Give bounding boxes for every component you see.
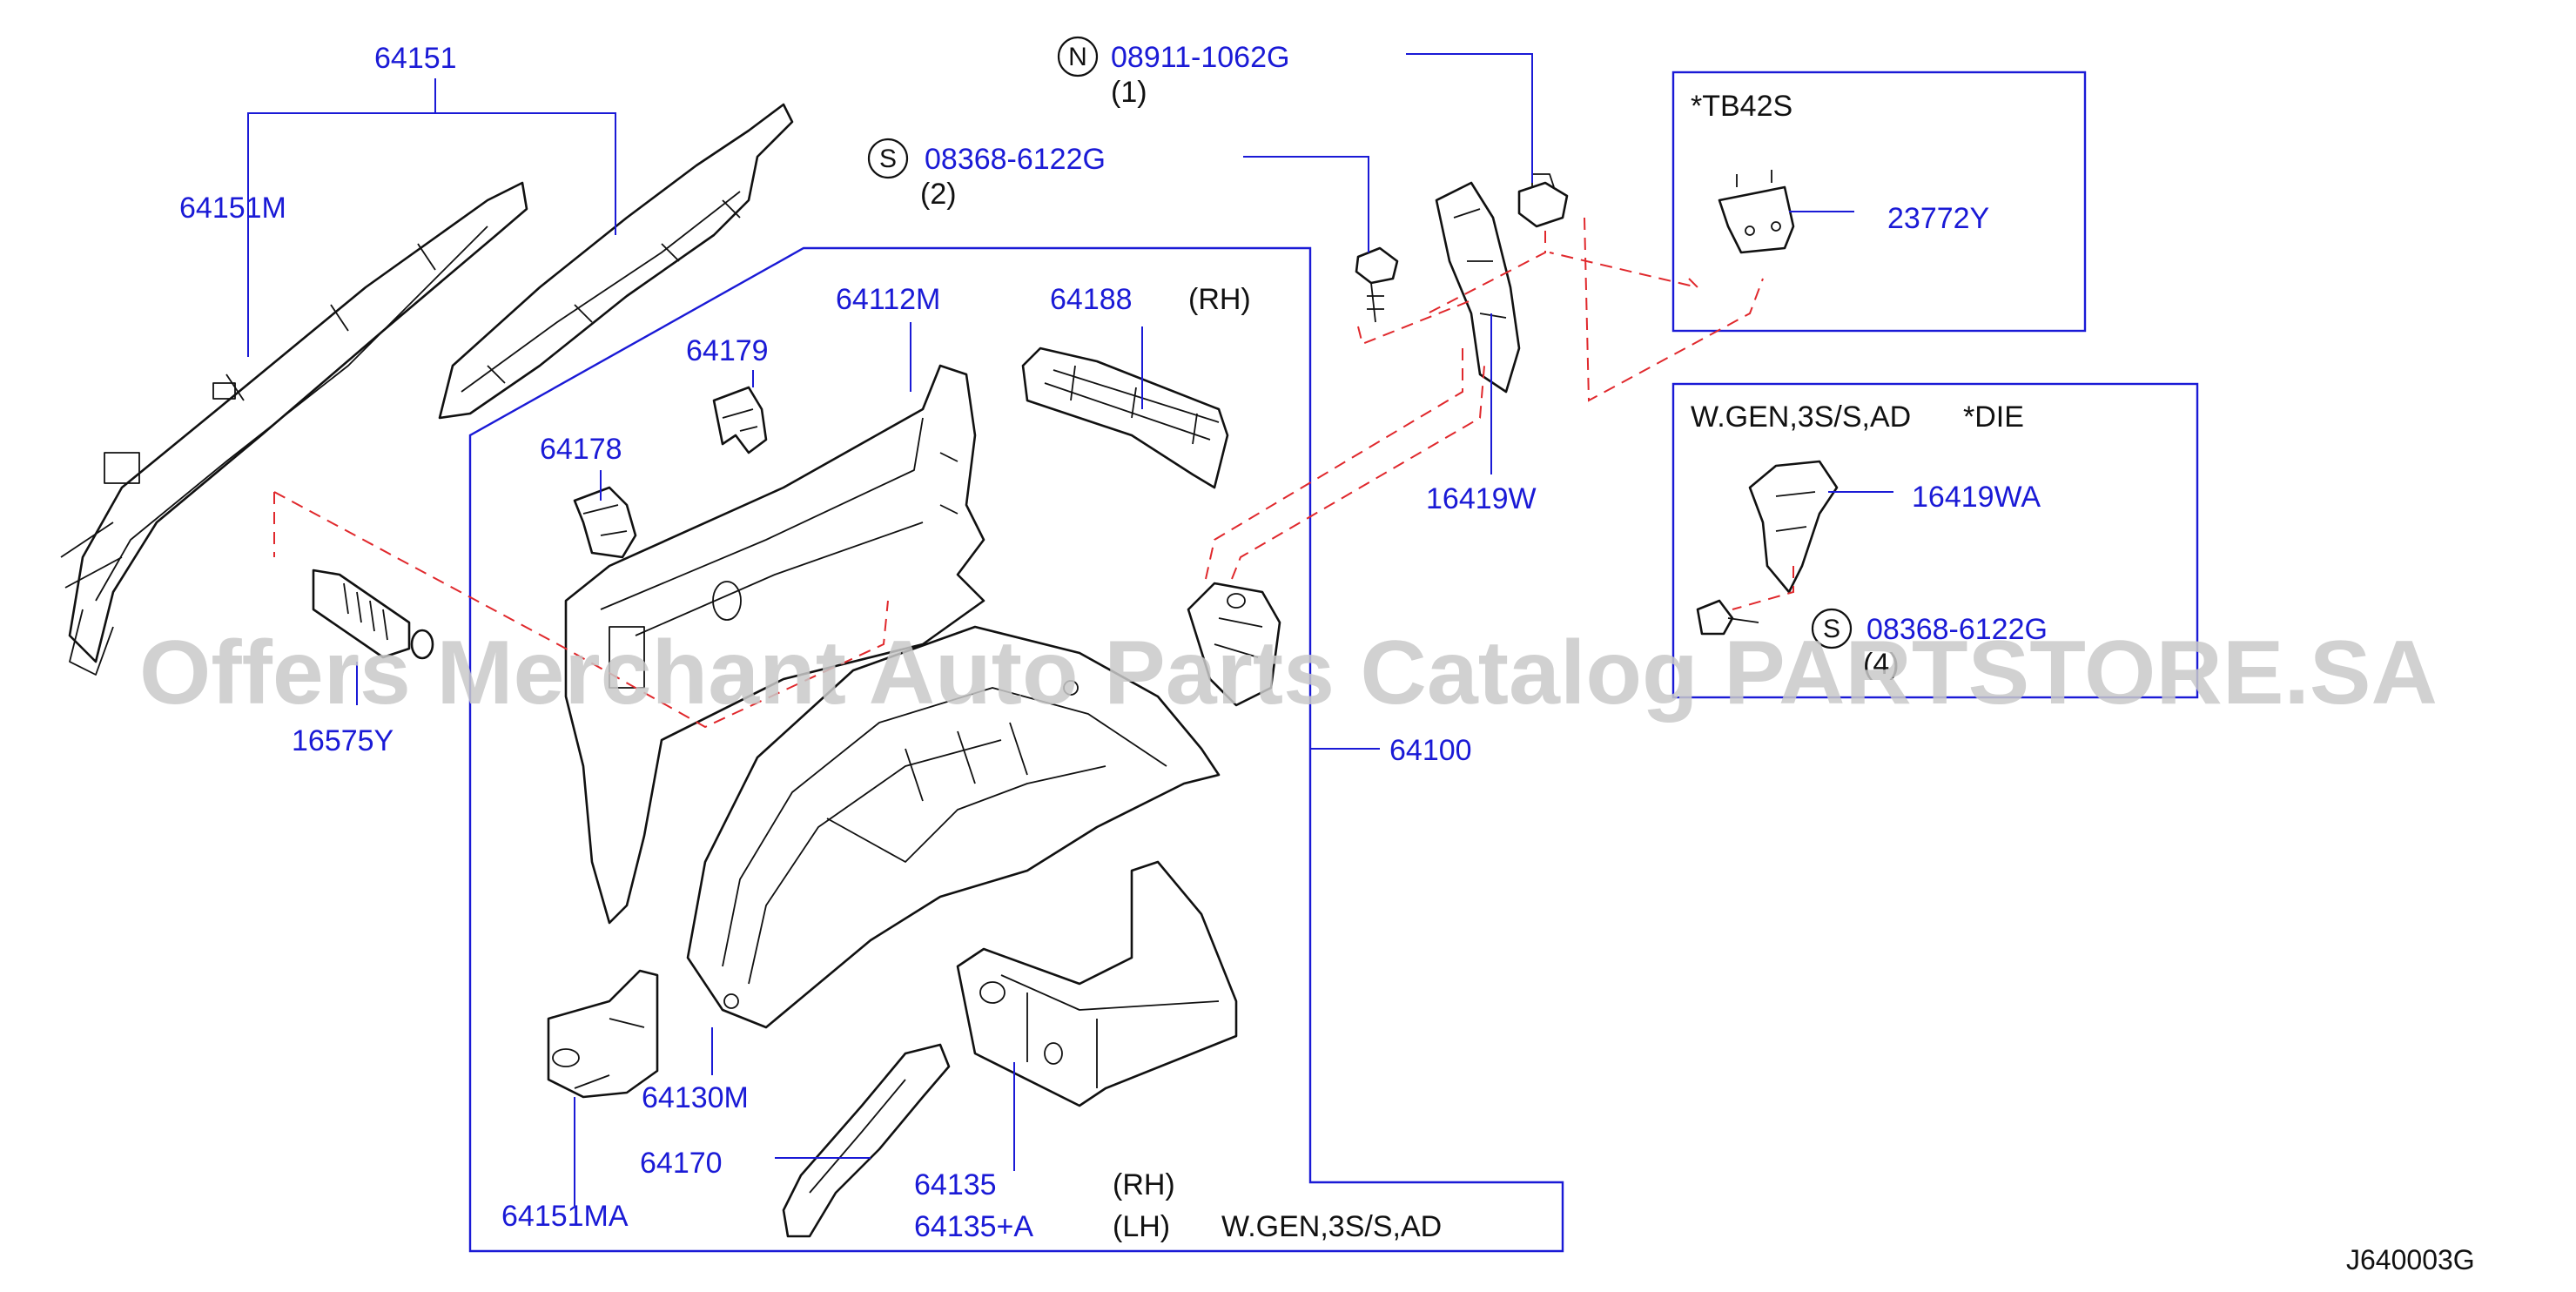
label-16575Y: 16575Y (292, 724, 393, 757)
inset-box-wgen (1671, 382, 2199, 699)
label-64100: 64100 (1389, 734, 1472, 767)
label-64170: 64170 (640, 1147, 723, 1180)
fastener-n-circle (1057, 36, 1099, 77)
fastener-n-symbol: N (1068, 43, 1087, 71)
bracket-upper-16419W-area (1187, 582, 1281, 707)
fastener-s1-qty: (2) (920, 178, 957, 211)
label-64188: 64188 (1050, 283, 1133, 316)
stay-16419W (1435, 181, 1521, 394)
label-23772Y: 23772Y (1887, 202, 1989, 235)
fastener-n-qty: (1) (1111, 76, 1147, 109)
extension-64170 (782, 1043, 951, 1238)
bracket-64179 (712, 386, 768, 454)
fastener-n-part: 08911-1062G (1111, 41, 1289, 74)
part-23772Y (1718, 170, 1795, 254)
group-outline-64100 (468, 246, 1564, 1253)
label-64135-side: (RH) (1113, 1168, 1175, 1201)
fastener-s2-qty: (4) (1863, 648, 1900, 681)
label-64188-side: (RH) (1188, 283, 1251, 316)
fastener-s1-circle (867, 138, 909, 179)
watermark-text: Offers Merchant Auto Parts Catalog PARTS… (139, 622, 2438, 723)
fastener-s1-part: 08368-6122G (925, 143, 1106, 176)
member-64130M (547, 969, 659, 1099)
wheelhouse-64100 (686, 625, 1221, 1029)
leader-lines (247, 53, 1893, 1206)
bracket-64178 (573, 486, 637, 559)
cowl-top-panel-left (60, 181, 528, 676)
label-64112M: 64112M (836, 283, 940, 316)
label-64135A-spec: W.GEN,3S/S,AD (1221, 1210, 1442, 1243)
label-64135A: 64135+A (914, 1210, 1033, 1243)
label-64179: 64179 (686, 334, 769, 367)
bracket-64135 (956, 860, 1238, 1107)
sensor-16575Y (312, 569, 434, 660)
label-64130M: 64130M (642, 1081, 749, 1114)
diagram-reference: J640003G (2346, 1244, 2475, 1275)
inset-box-tb42s (1671, 71, 2087, 333)
label-64151M: 64151M (179, 192, 286, 225)
fastener-s1-symbol: S (879, 145, 897, 173)
label-16419W: 16419W (1426, 482, 1537, 515)
inset-title-die: *DIE (1963, 400, 2024, 434)
fastener-s2-part: 08368-6122G (1866, 613, 2048, 646)
stay-16419WA (1696, 460, 1839, 636)
label-16419WA: 16419WA (1912, 481, 2041, 514)
reinforcement-64188 (1021, 347, 1229, 489)
fastener-s2-circle (1811, 608, 1853, 649)
label-64151MA: 64151MA (501, 1200, 629, 1233)
label-64135A-side: (LH) (1113, 1210, 1170, 1243)
fastener-s2-symbol: S (1823, 615, 1840, 643)
cowl-top-panel-right (438, 103, 794, 420)
hoodledge-64112M (564, 364, 985, 925)
dashed-leaders (273, 217, 1794, 729)
inset-title-wgen: W.GEN,3S/S,AD (1691, 400, 1911, 434)
label-64178: 64178 (540, 433, 622, 466)
bolt-08368-6122G (1355, 246, 1399, 323)
label-64151: 64151 (374, 42, 457, 75)
nut-08911-1062G (1517, 173, 1569, 228)
inset-title-tb42s: *TB42S (1691, 90, 1792, 123)
label-64135: 64135 (914, 1168, 997, 1201)
